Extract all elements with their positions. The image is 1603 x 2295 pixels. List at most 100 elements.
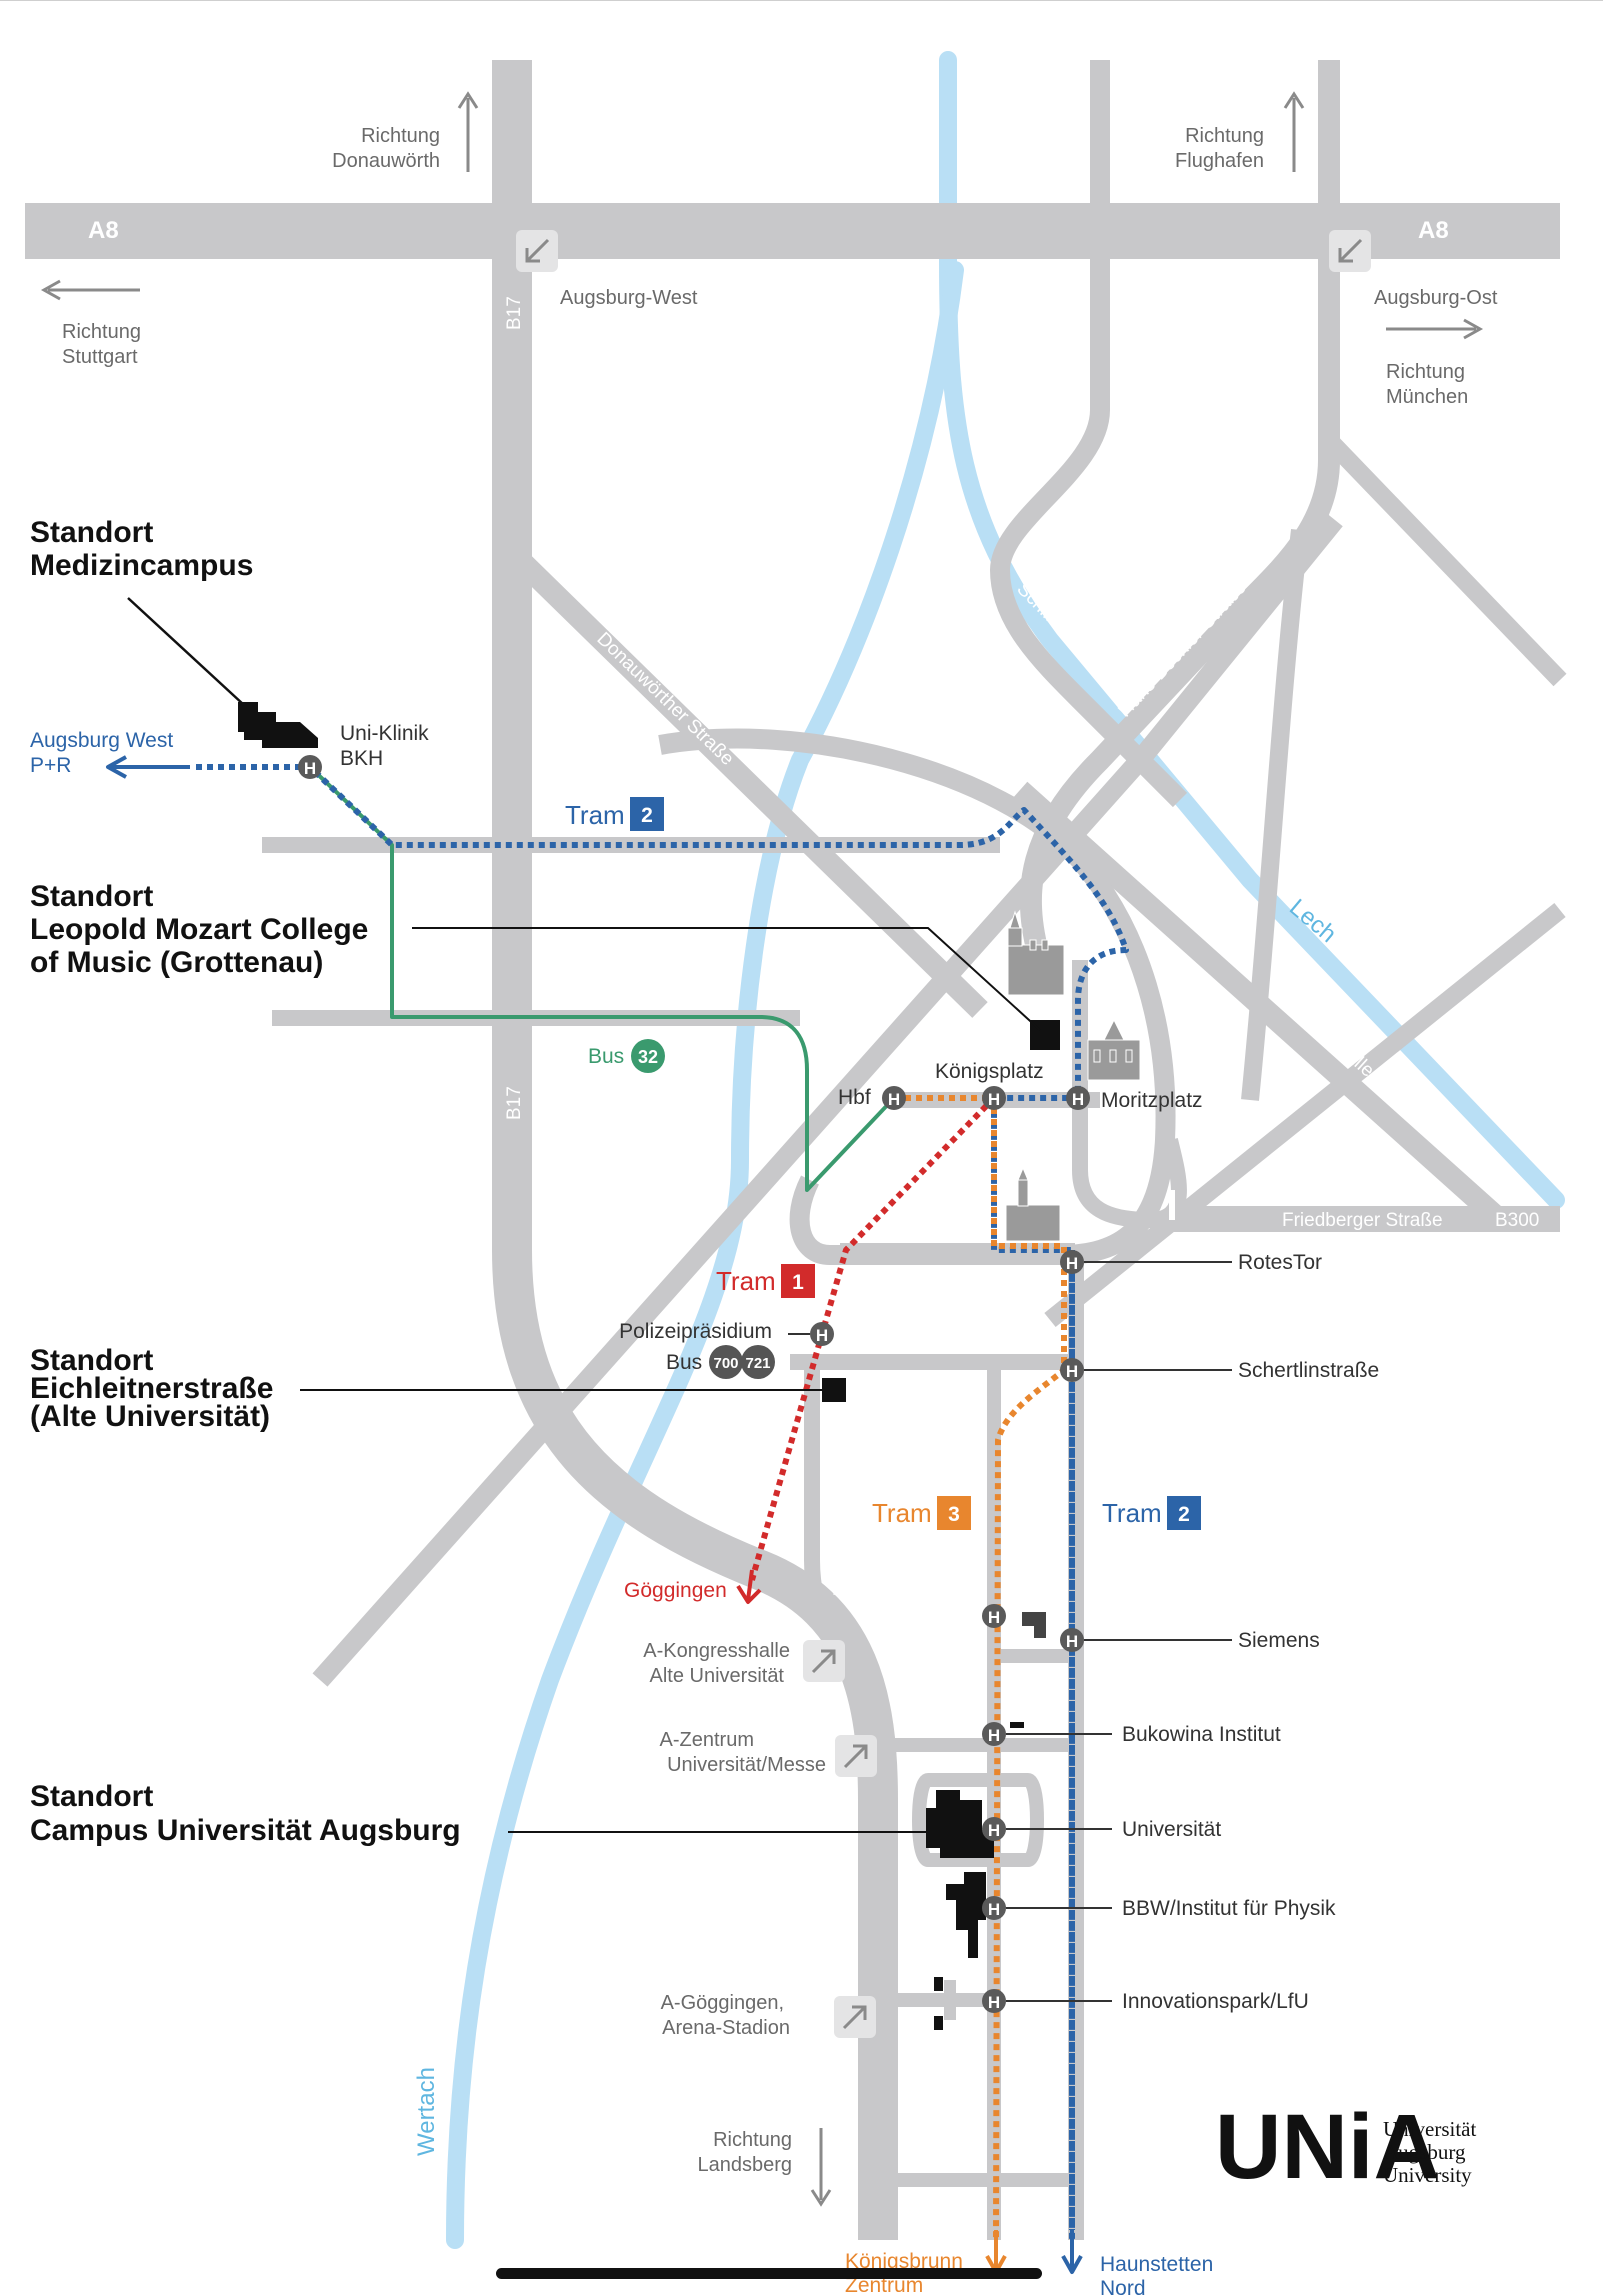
exit-arrow-icon [811,1649,836,1674]
label-b17-north: B17 [504,296,525,330]
standort-medizin-2: Medizincampus [30,549,253,582]
dir-landsberg-2: Landsberg [697,2154,792,2176]
rivers [446,51,1565,2249]
arrow-down-icon [1061,2230,1083,2274]
building-small [934,2016,943,2030]
stop-leaders [788,1261,1232,2002]
label-wertach: Wertach [413,2067,440,2156]
stop-labels: Uni-Klinik BKH Hbf Königsplatz Moritzpla… [340,722,1379,2013]
tram3-badge [937,1496,971,1530]
terminal-koenigsbrunn-2: Zentrum [845,2274,923,2295]
exit-arrow-icon [842,2005,867,2030]
stop-bukowina[interactable]: H [982,1722,1006,1746]
exit-goeggingen-2: Arena-Stadion [662,2017,790,2039]
tram3-word: Tram [872,1498,932,1528]
exit-arrow-icon [843,1744,868,1769]
terminals: Augsburg West P+R Göggingen Königsbrunn … [30,729,1213,2295]
bus32-word: Bus [588,1045,624,1068]
road-ne [1322,433,1567,687]
arrow-down-left-icon [736,1569,762,1604]
building-small [934,1977,943,1991]
stop-koenigsplatz[interactable]: H [982,1086,1006,1110]
stop-bbw[interactable]: H [982,1896,1006,1920]
bus700-badge [709,1345,743,1379]
dir-donauwoerth-1: Richtung [361,125,440,147]
label-friedberger: Friedberger Straße [1282,1210,1443,1231]
road-ring [658,728,1176,1265]
exit-zentrum-1: A-Zentrum [660,1729,754,1751]
dir-stuttgart-1: Richtung [62,321,141,343]
road-east [1019,60,1340,964]
label-b17-south: B17 [504,1086,525,1120]
standort-medizin-1: Standort [30,516,153,549]
label-haunstetter: Haunstetter Straße [1105,2075,1126,2236]
bus-word: Bus [666,1351,702,1374]
exit-kongresshalle-2: Alte Universität [650,1665,785,1687]
label-polizei: Polizeipräsidium [619,1320,772,1343]
bus721-badge [741,1345,775,1379]
stop-innovationspark[interactable]: H [982,1989,1006,2013]
road-east-curve [1241,528,1309,1101]
arrow-left-icon [106,755,190,779]
tram3-number: 3 [948,1503,960,1526]
stop-universitaet[interactable]: H [982,1817,1006,1841]
label-moritzplatz: Moritzplatz [1101,1089,1203,1112]
label-eichleitner: Eichleitnerstraße [830,1455,871,1599]
arrow-right-icon [1386,318,1484,340]
terminal-haunstetten-1: Haunstetten [1100,2253,1213,2276]
terminal-koenigsbrunn-1: Königsbrunn [845,2250,963,2273]
dir-flughafen-1: Richtung [1185,125,1264,147]
label-schertlin: Schertlinstraße [1238,1359,1379,1382]
university-logo: UNiA Universität Augsburg University [1215,2096,1476,2198]
exit-arrow-icon [525,238,550,263]
label-siemens: Siemens [1238,1629,1320,1652]
bus700-number: 700 [713,1355,738,1372]
home-indicator[interactable] [496,2268,1042,2279]
stop-siemens-west[interactable]: H [982,1604,1006,1628]
stop-siemens[interactable]: H [1060,1628,1084,1652]
label-uniklinik-1: Uni-Klinik [340,722,429,745]
logo-line-3: University [1383,2163,1472,2187]
river-wertach [446,261,964,2249]
stop-moritzplatz[interactable]: H [1066,1086,1090,1110]
building-eichleitner [822,1378,846,1402]
exit-augsburg-west: Augsburg-West [560,287,698,309]
stop-schertlin[interactable]: H [1060,1358,1084,1382]
stop-uniklinik[interactable]: H [298,755,322,779]
svg-text:H: H [988,1726,1000,1745]
svg-text:H: H [988,1821,1000,1840]
dir-muenchen-2: München [1386,386,1468,408]
standort-labels: Standort Medizincampus Standort Leopold … [30,516,461,1847]
directions: Richtung Donauwörth Richtung Flughafen R… [40,91,1484,2207]
ulrich-church-icon [1005,1166,1061,1242]
exit-kongresshalle-1: A-Kongresshalle [643,1640,790,1662]
terminal-haunstetten-2: Nord [1100,2277,1146,2295]
bus32-number: 32 [638,1047,658,1067]
line-tram2 [196,764,1129,2240]
stop-hbf[interactable]: H [882,1086,906,1110]
svg-text:H: H [988,1900,1000,1919]
dir-donauwoerth-2: Donauwörth [332,150,440,172]
svg-text:H: H [1066,1632,1078,1651]
buildings [127,597,1141,2030]
line-bus32 [308,765,896,1192]
building-small [1010,1722,1024,1728]
exit-arrow-icon [1338,238,1363,263]
transit-lines [106,755,1129,2274]
dir-muenchen-1: Richtung [1386,361,1465,383]
svg-text:H: H [1066,1362,1078,1381]
road-moritz-loop [1072,960,1187,1228]
stops: H H H H H H H H [298,755,1090,2013]
label-a8-east: A8 [1418,217,1449,244]
line-tram3 [894,1095,1067,2241]
label-rotestor: RotesTor [1238,1251,1322,1274]
stop-polizei[interactable]: H [810,1322,834,1346]
road-campus-loop [912,1773,1044,1867]
dir-flughafen-2: Flughafen [1175,150,1264,172]
arrow-left-icon [40,279,140,301]
logo-mark: UNiA [1215,2096,1440,2198]
label-hbf: Hbf [838,1086,871,1109]
stop-rotestor[interactable]: H [1060,1250,1084,1274]
church-icon [1087,1018,1141,1081]
